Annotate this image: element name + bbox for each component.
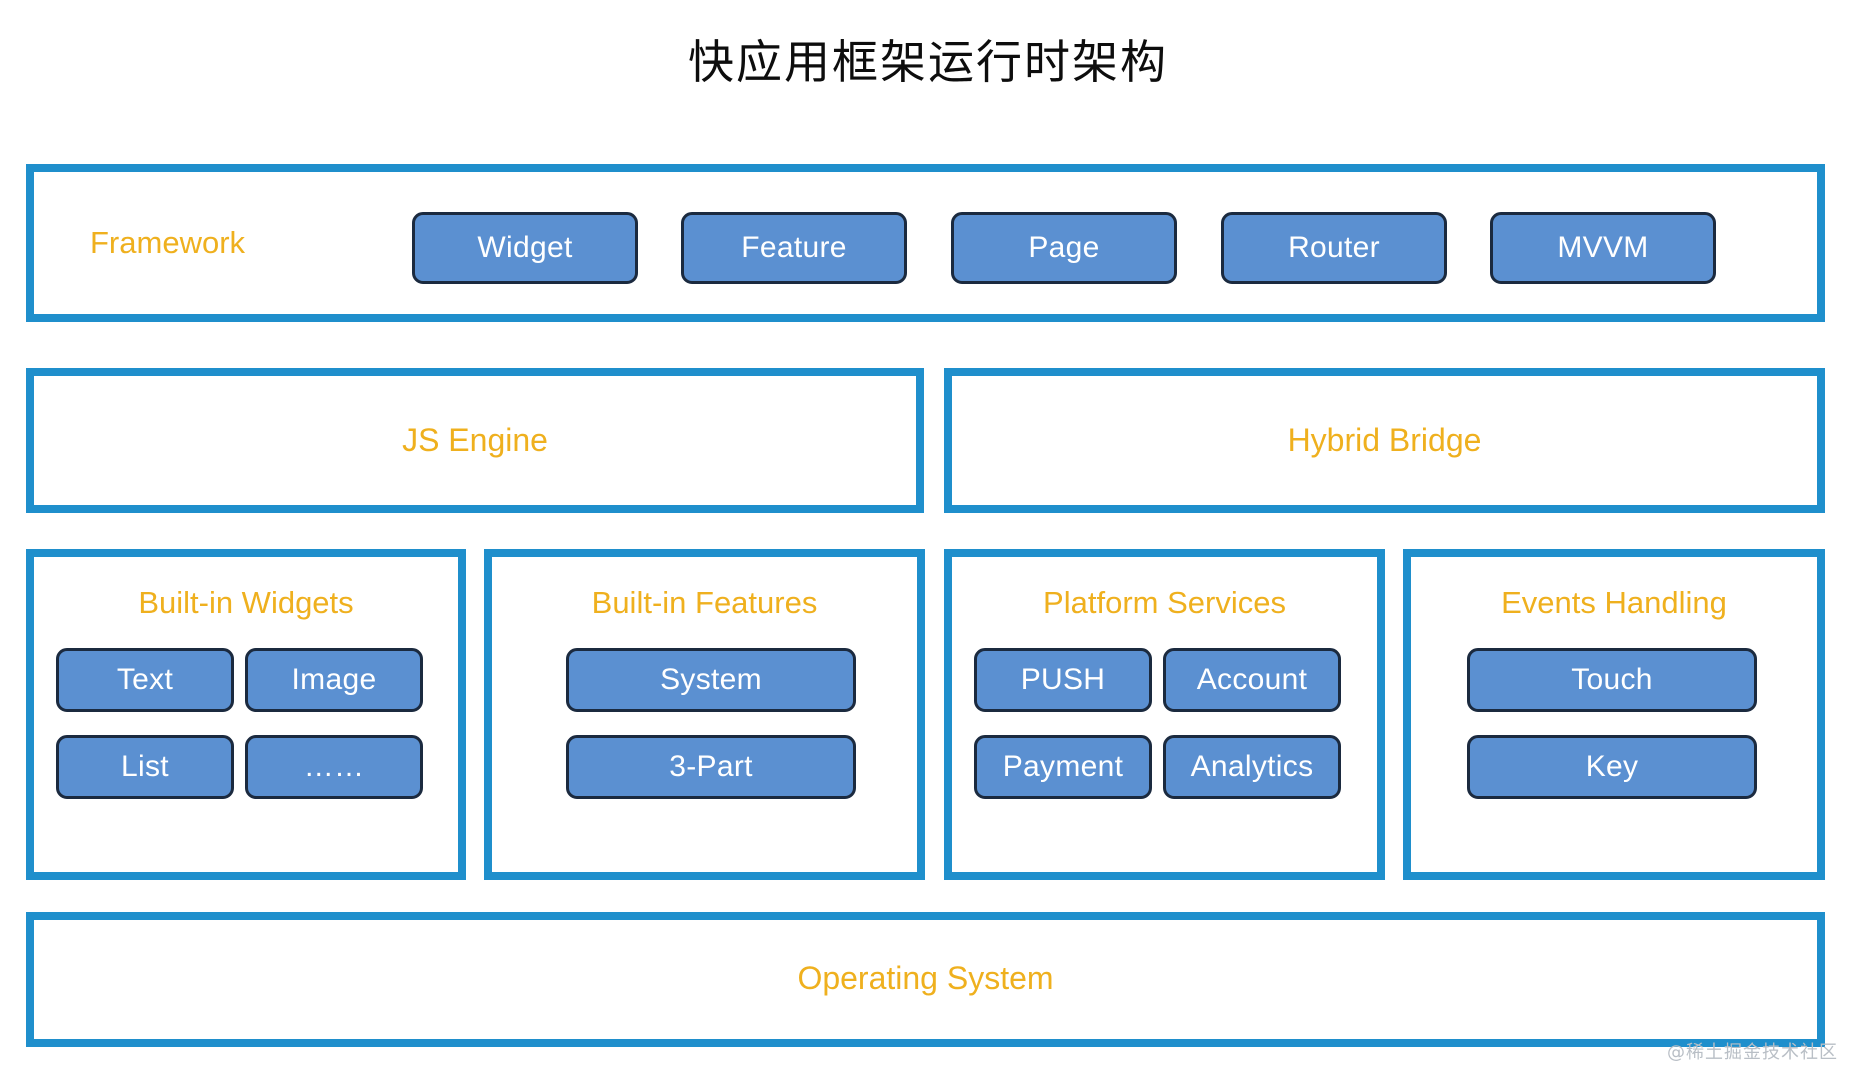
widget-node-image[interactable]: Image — [245, 648, 423, 712]
built-in-widgets-panel: Built-in Widgets Text Image List …… — [26, 549, 466, 880]
page-title: 快应用框架运行时架构 — [688, 35, 1168, 89]
service-node-account[interactable]: Account — [1163, 648, 1341, 712]
framework-node-feature[interactable]: Feature — [681, 212, 907, 284]
framework-layer-panel: Framework Widget Feature Page Router MVV… — [26, 164, 1825, 322]
built-in-widgets-label: Built-in Widgets — [138, 585, 354, 620]
event-node-touch[interactable]: Touch — [1467, 648, 1757, 712]
widget-node-more[interactable]: …… — [245, 735, 423, 799]
hybrid-bridge-panel: Hybrid Bridge — [944, 368, 1825, 513]
events-handling-panel: Events Handling Touch Key — [1403, 549, 1825, 880]
service-node-analytics[interactable]: Analytics — [1163, 735, 1341, 799]
event-node-key[interactable]: Key — [1467, 735, 1757, 799]
js-engine-panel: JS Engine — [26, 368, 924, 513]
framework-layer-label: Framework — [90, 225, 246, 260]
service-node-payment[interactable]: Payment — [974, 735, 1152, 799]
widget-node-text[interactable]: Text — [56, 648, 234, 712]
platform-services-label: Platform Services — [1043, 585, 1286, 620]
service-node-push[interactable]: PUSH — [974, 648, 1152, 712]
framework-node-widget[interactable]: Widget — [412, 212, 638, 284]
js-engine-label: JS Engine — [402, 422, 548, 458]
feature-node-3-part[interactable]: 3-Part — [566, 735, 856, 799]
feature-node-system[interactable]: System — [566, 648, 856, 712]
hybrid-bridge-label: Hybrid Bridge — [1287, 422, 1482, 458]
operating-system-panel: Operating System — [26, 912, 1825, 1047]
built-in-features-panel: Built-in Features System 3-Part — [484, 549, 925, 880]
framework-node-router[interactable]: Router — [1221, 212, 1447, 284]
watermark: @稀土掘金技术社区 — [1667, 1042, 1838, 1063]
built-in-features-label: Built-in Features — [591, 585, 818, 620]
widget-node-list[interactable]: List — [56, 735, 234, 799]
framework-node-mvvm[interactable]: MVVM — [1490, 212, 1716, 284]
events-handling-label: Events Handling — [1501, 585, 1727, 620]
operating-system-label: Operating System — [797, 960, 1054, 996]
framework-node-page[interactable]: Page — [951, 212, 1177, 284]
platform-services-panel: Platform Services PUSH Account Payment A… — [944, 549, 1385, 880]
